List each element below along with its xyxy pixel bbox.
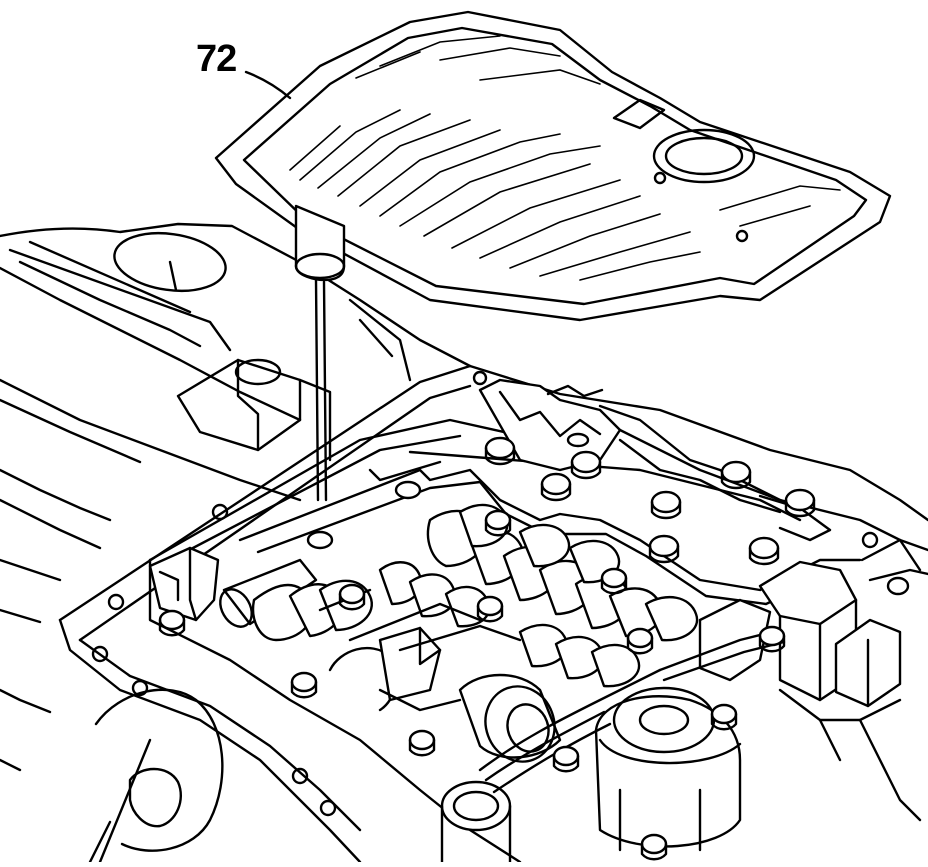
bolt	[784, 488, 816, 518]
callout-label-72: 72	[196, 38, 237, 80]
bolt	[748, 536, 780, 566]
bolt	[408, 729, 436, 757]
bolt	[720, 460, 752, 490]
bolt	[650, 490, 682, 520]
bolt	[640, 833, 668, 861]
bolt	[394, 480, 422, 500]
bolt	[476, 595, 504, 623]
bolt	[600, 567, 628, 595]
bolt	[306, 530, 334, 550]
bolt	[648, 534, 680, 564]
bolt	[626, 627, 654, 655]
callout-leader-line	[244, 70, 292, 100]
bolt	[570, 450, 602, 480]
transmission-filter	[214, 10, 892, 502]
bolt	[552, 745, 580, 773]
valve-body-bolts	[158, 436, 816, 861]
transmission-case	[0, 222, 472, 864]
bolt	[484, 436, 516, 466]
solenoids	[440, 628, 786, 864]
bolt	[338, 583, 366, 611]
bolt	[158, 609, 186, 637]
bolt	[484, 509, 512, 537]
bolt	[710, 703, 738, 731]
bolt	[290, 671, 318, 699]
valve-spools	[219, 503, 699, 712]
bolt	[540, 472, 572, 502]
bolt	[758, 625, 786, 653]
